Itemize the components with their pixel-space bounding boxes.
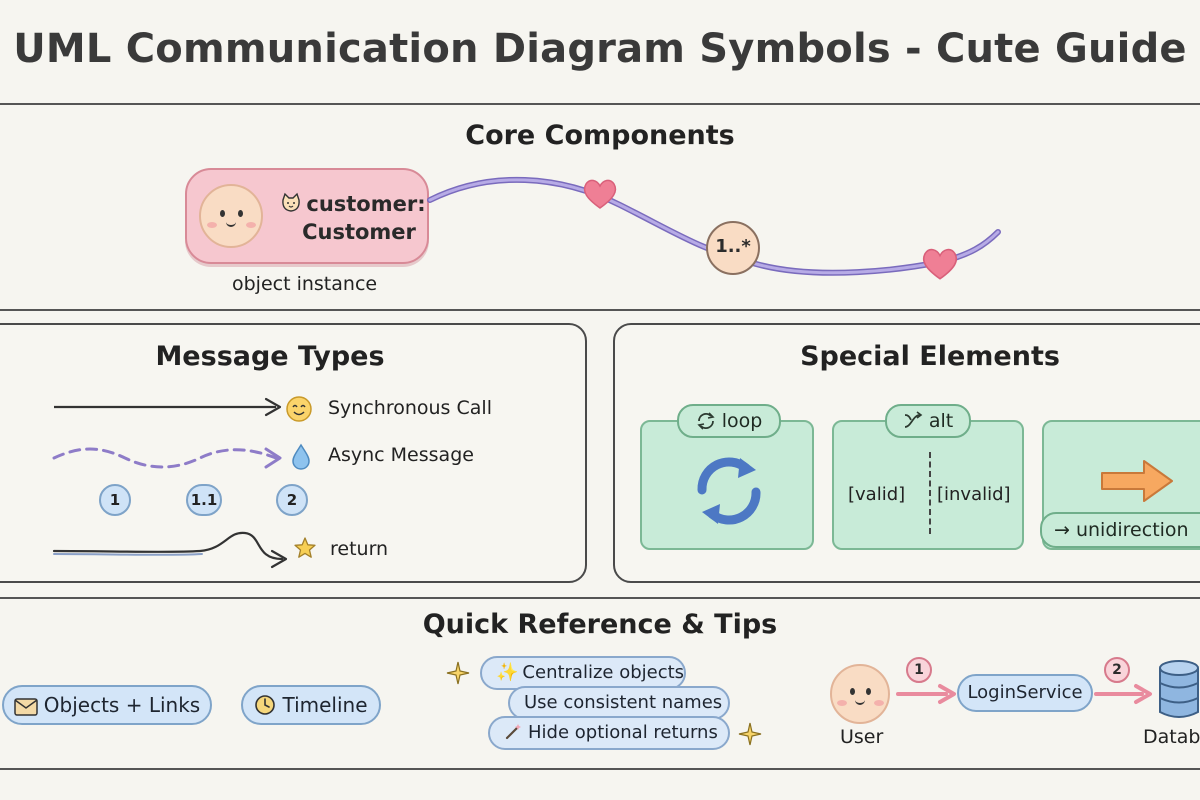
objects-links-label: Objects + Links (43, 693, 201, 717)
heart-icon (583, 179, 617, 209)
divider-core-bottom (0, 309, 1200, 311)
return-label: return (330, 538, 389, 560)
tip-hide-returns: Hide optional returns (488, 716, 730, 750)
clock-icon (255, 695, 276, 715)
alt-tag[interactable]: alt (885, 404, 971, 438)
divider-top (0, 103, 1200, 105)
sync-arrow (54, 397, 282, 417)
object-instance-pill[interactable]: customer: Customer (185, 168, 429, 264)
wand-icon (505, 724, 521, 740)
object-label-line1: customer: (306, 192, 426, 216)
loop-tag[interactable]: loop (677, 404, 781, 438)
heart-icon (922, 248, 958, 280)
sequence-number: 1.1 (186, 484, 222, 516)
database-icon (1159, 660, 1199, 718)
alt-divider (929, 452, 931, 534)
object-instance-caption: object instance (232, 273, 378, 295)
smile-icon (286, 396, 312, 422)
flow-arrow-1 (896, 684, 956, 704)
alt-fragment[interactable]: [valid] [invalid] (832, 420, 1024, 550)
flow-db-label: Database (1143, 726, 1200, 748)
shuffle-icon (904, 411, 923, 428)
login-service-node[interactable]: LoginService (957, 674, 1093, 712)
loop-small-icon (697, 412, 715, 430)
timeline-label: Timeline (282, 693, 368, 717)
sparkle-icon (738, 722, 762, 746)
loop-arrows-icon (697, 457, 761, 525)
sparkle-icon (446, 661, 470, 685)
flow-step-2: 2 (1104, 657, 1130, 683)
flow-step-1: 1 (906, 657, 932, 683)
multiplicity-badge: 1..* (706, 221, 760, 275)
message-types-heading: Message Types (155, 341, 385, 372)
loop-fragment[interactable] (640, 420, 814, 550)
tip1-label: Centralize objects (522, 662, 685, 683)
timeline-pill[interactable]: Timeline (241, 685, 381, 725)
page-title: UML Communication Diagram Symbols - Cute… (13, 26, 1187, 72)
loop-label: loop (721, 410, 763, 432)
tip2-label: Use consistent names (524, 692, 723, 713)
right-arrow-icon (1101, 460, 1173, 502)
core-components-heading: Core Components (465, 120, 735, 151)
sequence-number: 1 (99, 484, 131, 516)
message-types-panel (0, 323, 587, 583)
objects-links-pill[interactable]: Objects + Links (2, 685, 212, 725)
alt-valid-label: [valid] (848, 484, 906, 505)
sequence-number: 2 (276, 484, 308, 516)
cat-face-icon (282, 192, 300, 212)
tip3-label: Hide optional returns (528, 722, 718, 743)
droplet-icon (292, 443, 310, 470)
divider-tips-top (0, 597, 1200, 599)
tip-consistent-names: Use consistent names (508, 686, 730, 720)
flow-user-label: User (840, 726, 884, 748)
sparkle-icon: ✨ (496, 662, 519, 683)
special-elements-heading: Special Elements (800, 341, 1060, 372)
divider-tips-bottom (0, 768, 1200, 770)
tip-centralize: ✨Centralize objects (480, 656, 686, 690)
link-curve (427, 176, 1001, 276)
tips-heading: Quick Reference & Tips (422, 609, 778, 640)
alt-label: alt (928, 410, 954, 432)
flow-db-clip: Database (1143, 726, 1200, 752)
sync-label: Synchronous Call (328, 397, 492, 419)
object-face-icon (199, 184, 263, 248)
object-label-line2: Customer (302, 220, 416, 244)
unidirection-tag[interactable]: → unidirection (1040, 512, 1200, 548)
star-icon (294, 537, 316, 558)
envelope-icon (14, 698, 38, 716)
user-face-icon (830, 664, 890, 724)
async-label: Async Message (328, 444, 474, 466)
return-arrow (52, 531, 288, 569)
alt-invalid-label: [invalid] (937, 484, 1011, 505)
async-arrow (52, 447, 282, 469)
flow-arrow-2 (1094, 684, 1152, 704)
